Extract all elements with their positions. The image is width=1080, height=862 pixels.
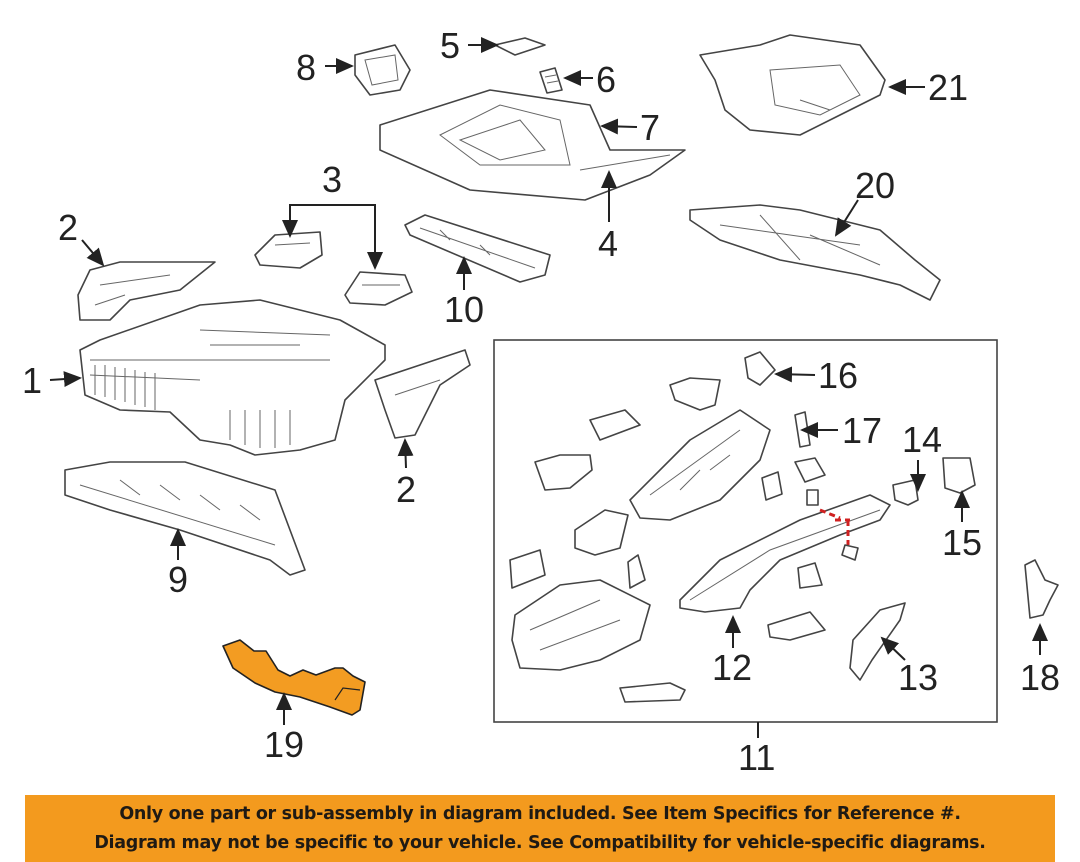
part-2-bracket-left[interactable] xyxy=(77,261,216,321)
callout-1: 1 xyxy=(22,360,42,401)
part-20-floor-panel[interactable] xyxy=(689,204,941,301)
callout-2-left: 2 xyxy=(58,207,78,248)
part-8-bracket[interactable] xyxy=(354,44,411,96)
disclaimer-line-2: Diagram may not be specific to your vehi… xyxy=(94,832,986,853)
leader-lines xyxy=(49,37,1048,738)
callout-16: 16 xyxy=(818,355,858,396)
callout-11: 11 xyxy=(738,737,775,778)
callout-18: 18 xyxy=(1020,657,1060,698)
callout-21: 21 xyxy=(928,67,968,108)
callout-19: 19 xyxy=(264,724,304,765)
part-19-highlighted[interactable] xyxy=(222,639,366,716)
callout-labels: 1 2 2 3 4 5 6 7 8 9 10 11 12 13 14 15 16… xyxy=(22,25,1060,778)
part-2-bracket-right[interactable] xyxy=(374,349,471,439)
disclaimer-banner: Only one part or sub-assembly in diagram… xyxy=(25,795,1055,862)
part-3-brackets[interactable] xyxy=(254,231,413,306)
callout-12: 12 xyxy=(712,647,752,688)
callout-15: 15 xyxy=(942,522,982,563)
part-9-crossmember[interactable] xyxy=(64,461,306,576)
part-1-rear-floor-panel[interactable] xyxy=(79,299,386,456)
callout-17: 17 xyxy=(842,410,882,451)
part-6-reinforcement[interactable] xyxy=(539,67,563,94)
callout-5: 5 xyxy=(440,25,460,66)
callout-4: 4 xyxy=(598,223,618,264)
callout-2-right: 2 xyxy=(396,469,416,510)
part-11-assembly-box xyxy=(493,339,998,723)
callout-8: 8 xyxy=(296,47,316,88)
callout-3: 3 xyxy=(322,159,342,200)
callout-6: 6 xyxy=(596,59,616,100)
callout-7: 7 xyxy=(640,107,660,148)
callout-20: 20 xyxy=(855,165,895,206)
part-21-spare-tire-well[interactable] xyxy=(699,34,886,136)
part-10-crossmember[interactable] xyxy=(404,214,551,283)
part-18-bracket[interactable] xyxy=(1024,559,1059,619)
disclaimer-line-1: Only one part or sub-assembly in diagram… xyxy=(119,803,961,824)
part-11-components[interactable] xyxy=(509,351,976,703)
callout-13: 13 xyxy=(898,657,938,698)
callout-14: 14 xyxy=(902,419,942,460)
part-5-plate[interactable] xyxy=(494,37,546,56)
callout-9: 9 xyxy=(168,559,188,600)
callout-10: 10 xyxy=(444,289,484,330)
